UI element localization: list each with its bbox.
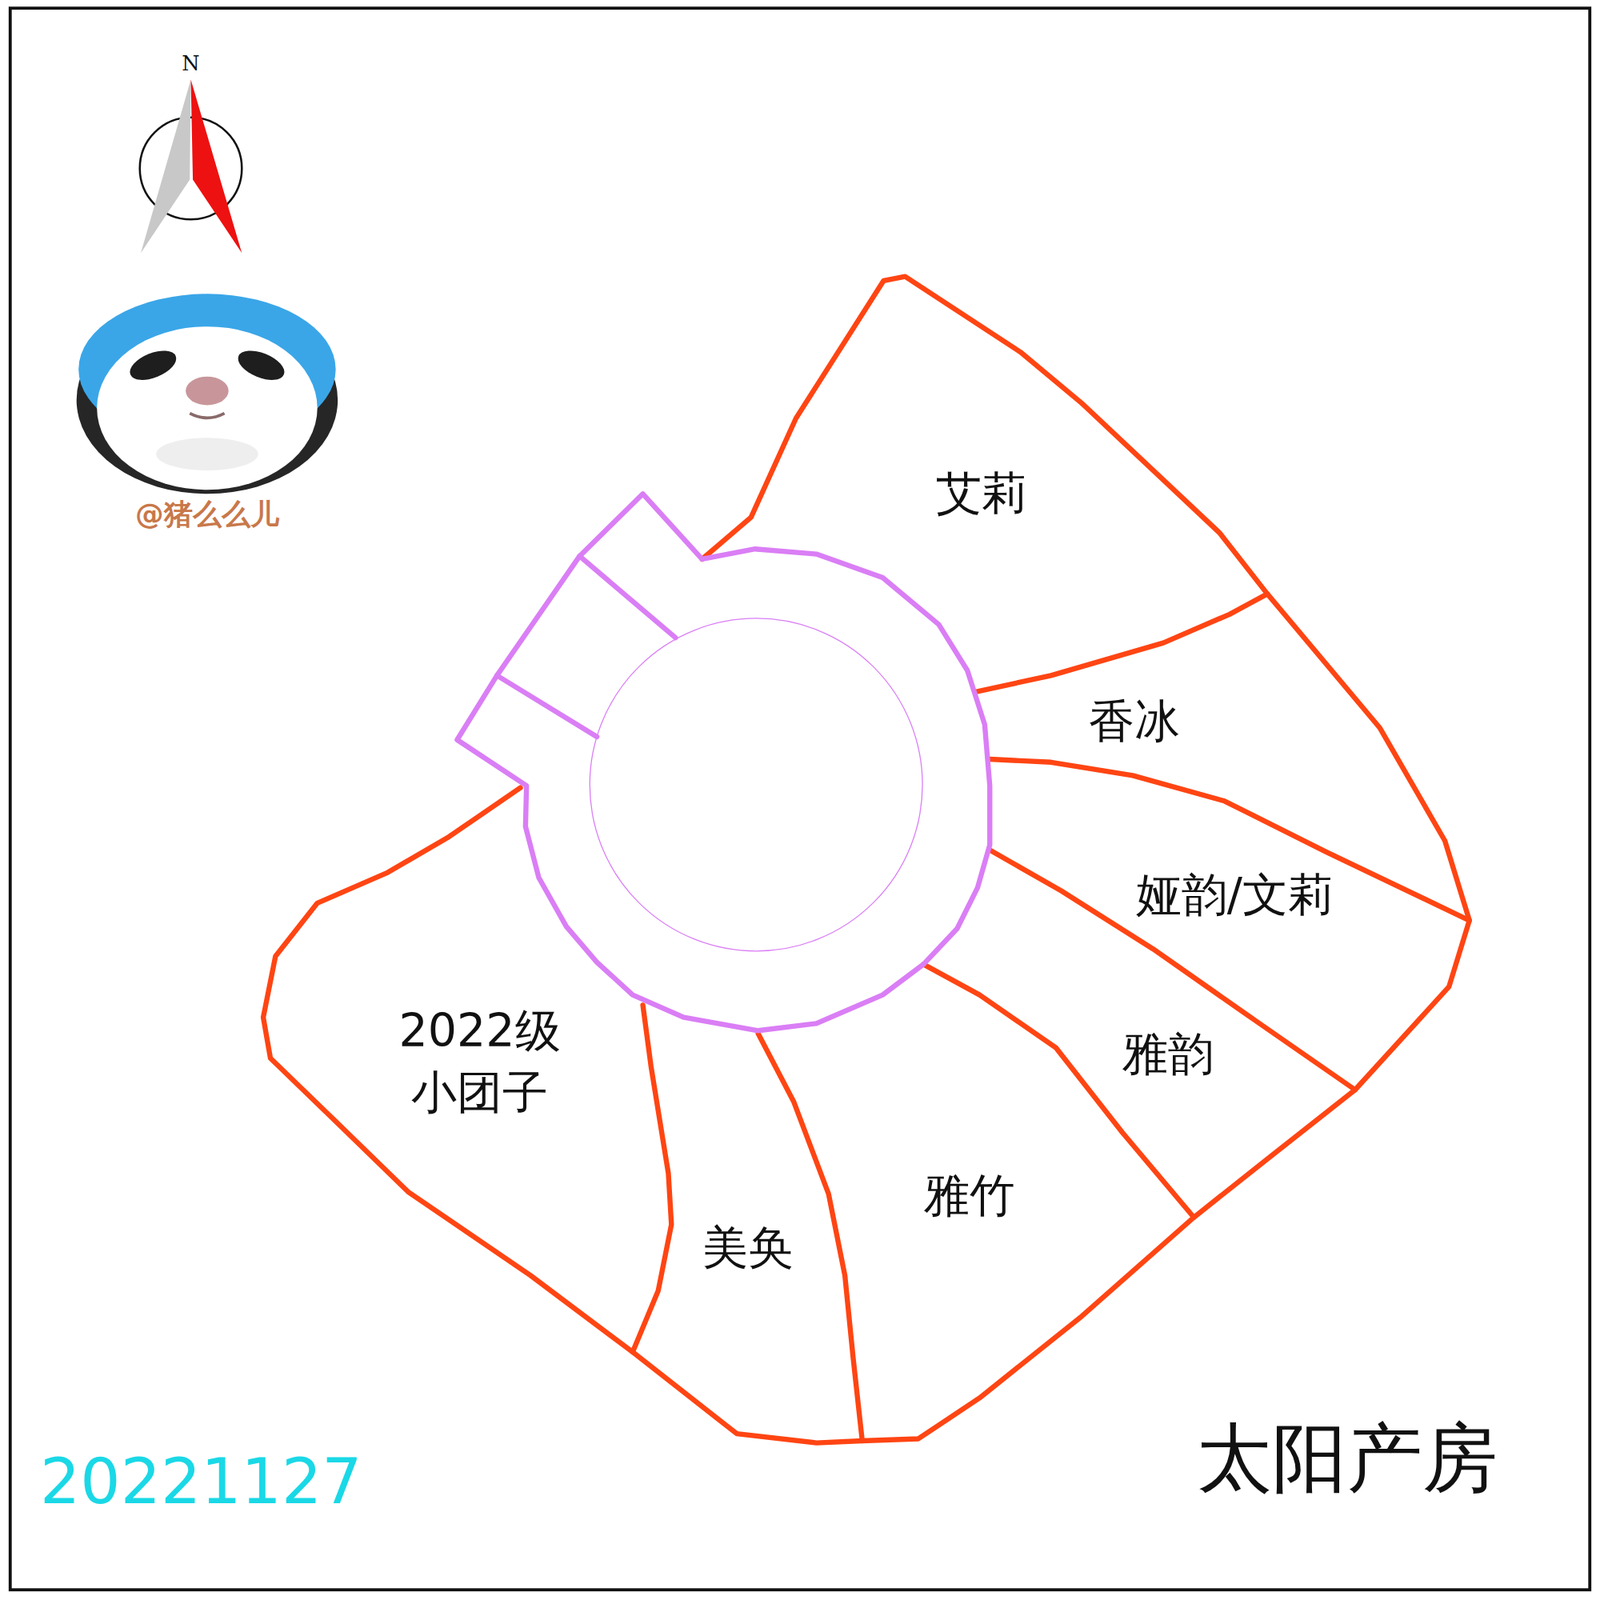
enclosure-wall [263,276,1470,1444]
enclosure-region: 艾莉 [929,459,1034,528]
region-name: 艾莉 [936,462,1028,524]
watermark: @猪么么儿 [135,496,280,535]
region-name: 娅韵/文莉 [1136,864,1334,926]
region-name: 香冰 [1088,690,1180,752]
region-name: 2022级 小团子 [387,1000,572,1124]
compass-letter: N [181,51,200,76]
map-frame [10,8,1590,1590]
enclosure-region: 雅竹 [917,1161,1022,1230]
enclosure-region: 美奂 [696,1213,800,1282]
region-name: 雅竹 [924,1164,1016,1227]
enclosure-region: 2022级 小团子 [380,996,578,1127]
north-arrow [140,79,243,253]
enclosure-region: 娅韵/文莉 [1129,860,1340,929]
date-stamp: 20221127 [40,1444,363,1519]
region-name: 美奂 [702,1216,794,1279]
region-name: 雅韵 [1122,1023,1214,1085]
map-title: 太阳产房 [1196,1408,1498,1510]
panda-avatar [76,293,339,494]
enclosure-region: 香冰 [1082,687,1187,756]
panda-house [456,493,990,1031]
enclosure-region: 雅韵 [1116,1020,1220,1088]
